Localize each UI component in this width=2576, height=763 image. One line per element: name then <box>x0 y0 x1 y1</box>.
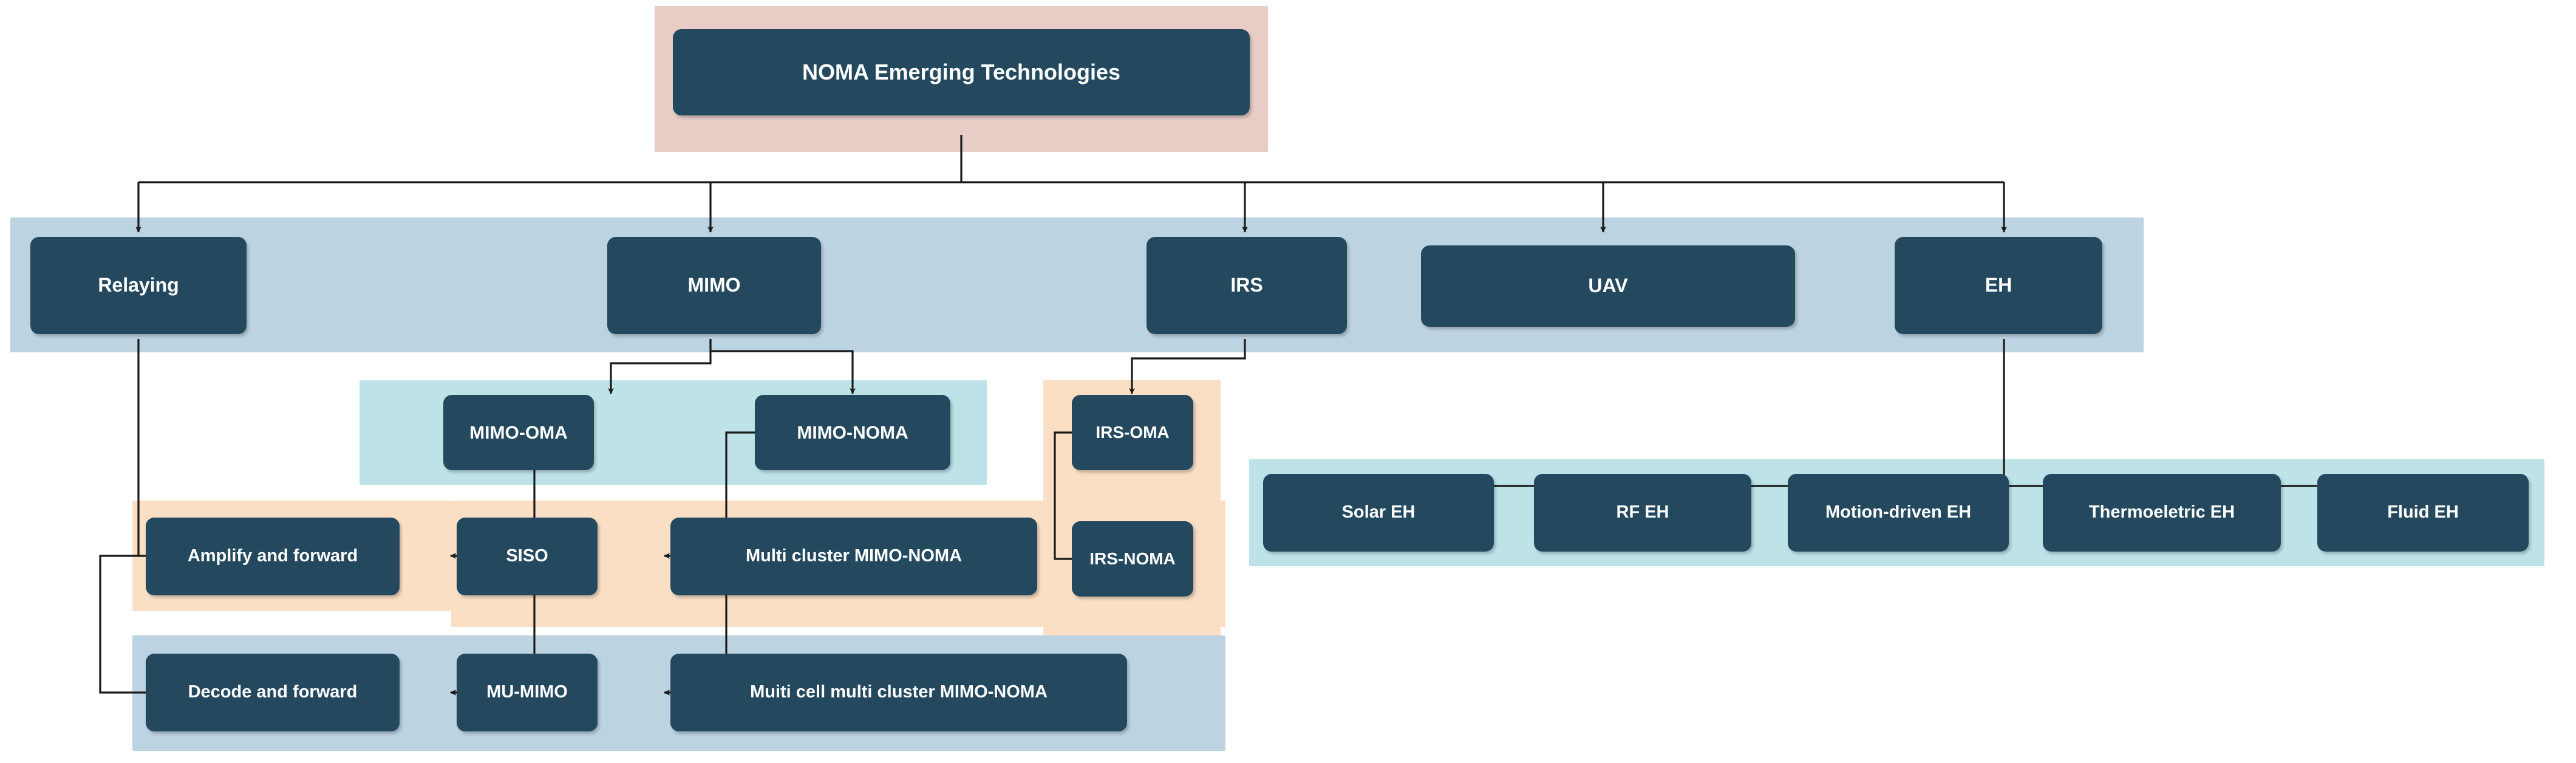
node-amplify-and-forward[interactable]: Amplify and forward <box>146 518 400 595</box>
node-decode-and-forward[interactable]: Decode and forward <box>146 654 400 731</box>
node-irs-noma[interactable]: IRS-NOMA <box>1072 521 1193 597</box>
node-thermoeletric-eh[interactable]: Thermoeletric EH <box>2043 474 2281 552</box>
node-relaying[interactable]: Relaying <box>30 237 247 334</box>
node-rf-eh[interactable]: RF EH <box>1534 474 1751 552</box>
node-fluid-eh[interactable]: Fluid EH <box>2317 474 2529 552</box>
node-multi-cluster-mimo-noma[interactable]: Multi cluster MIMO-NOMA <box>670 518 1037 595</box>
node-irs[interactable]: IRS <box>1147 237 1347 334</box>
node-siso[interactable]: SISO <box>457 518 598 595</box>
node-mimo[interactable]: MIMO <box>607 237 821 334</box>
node-mimo-oma[interactable]: MIMO-OMA <box>443 395 594 470</box>
node-uav[interactable]: UAV <box>1421 245 1795 327</box>
node-root-noma-emerging-technologies[interactable]: NOMA Emerging Technologies <box>673 29 1250 115</box>
panel-level2-blue <box>10 217 2144 352</box>
node-mimo-noma[interactable]: MIMO-NOMA <box>755 395 950 470</box>
node-irs-oma[interactable]: IRS-OMA <box>1072 395 1193 470</box>
node-muiti-cell-multi-cluster-mimo-noma[interactable]: Muiti cell multi cluster MIMO-NOMA <box>670 654 1127 731</box>
node-eh[interactable]: EH <box>1895 237 2102 334</box>
node-mu-mimo[interactable]: MU-MIMO <box>457 654 598 731</box>
node-motion-driven-eh[interactable]: Motion-driven EH <box>1788 474 2009 552</box>
node-solar-eh[interactable]: Solar EH <box>1263 474 1494 552</box>
